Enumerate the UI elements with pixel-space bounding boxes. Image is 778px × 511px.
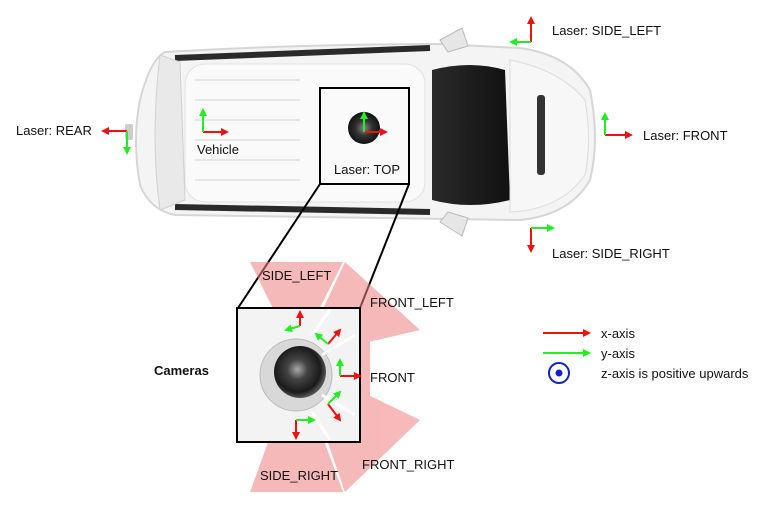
label-laser-side-right: Laser: SIDE_RIGHT [552,247,670,260]
label-camera-side-left: SIDE_LEFT [262,269,331,282]
label-laser-rear: Laser: REAR [16,124,92,137]
legend [543,333,589,383]
legend-y-label: y-axis [601,347,635,360]
label-laser-side-left: Laser: SIDE_LEFT [552,24,661,37]
label-camera-front: FRONT [370,371,415,384]
label-cameras-title: Cameras [154,364,209,377]
label-camera-side-right: SIDE_RIGHT [260,469,338,482]
camera-sensor-lens [274,346,326,398]
label-camera-front-right: FRONT_RIGHT [362,458,454,471]
axes-laser-front [605,114,631,135]
label-laser-top: Laser: TOP [334,163,400,176]
legend-x-label: x-axis [601,327,635,340]
axes-laser-rear [103,131,127,153]
axes-laser-side-left [511,18,531,42]
label-vehicle: Vehicle [197,143,239,156]
legend-z-label: z-axis is positive upwards [601,367,748,380]
label-laser-front: Laser: FRONT [643,129,728,142]
axes-laser-side-right [531,228,553,251]
label-camera-front-left: FRONT_LEFT [370,296,454,309]
